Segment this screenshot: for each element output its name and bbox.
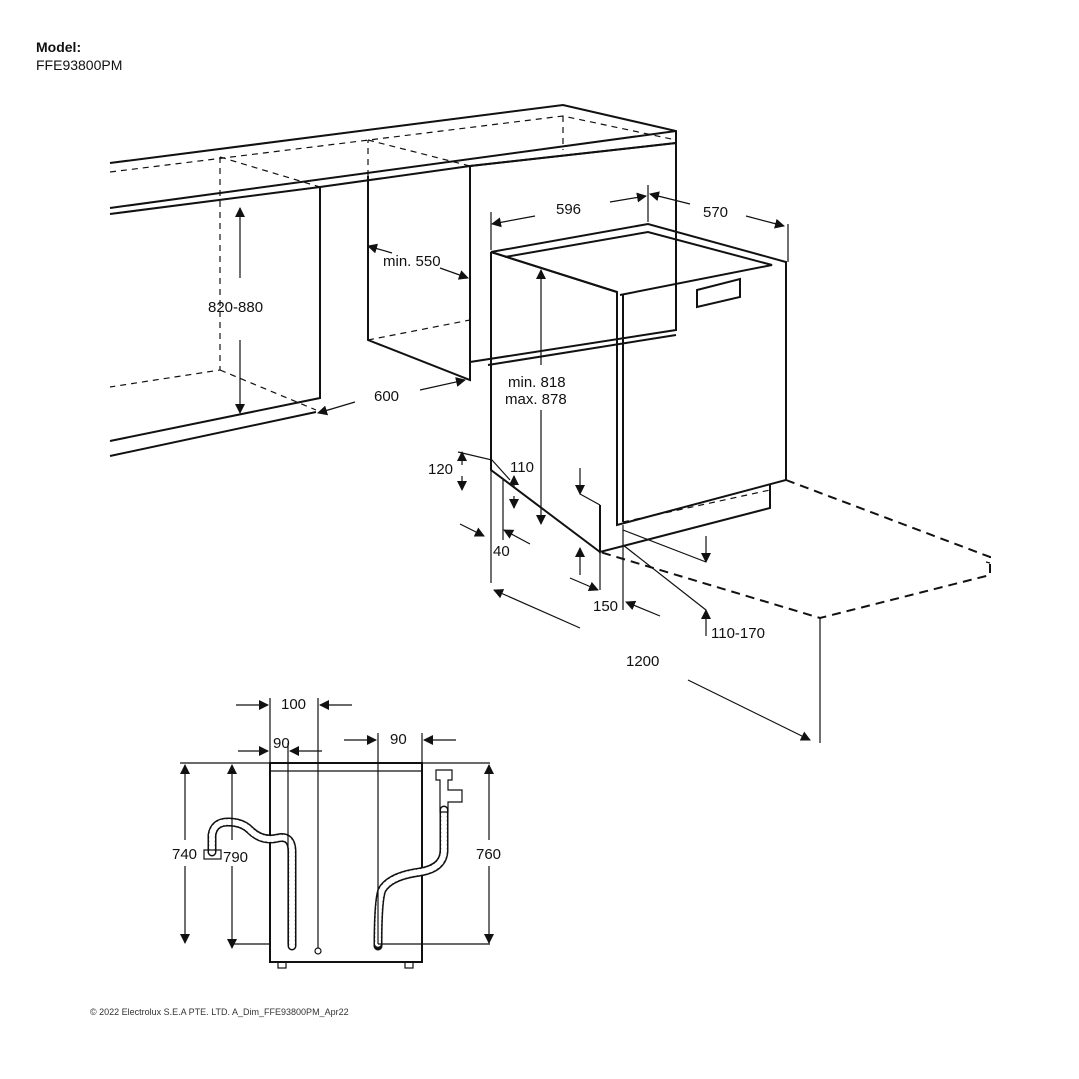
- dim-max-878: max. 878: [505, 391, 567, 408]
- dim-120: 120: [428, 461, 453, 478]
- dim-110: 110: [510, 459, 534, 476]
- dim-596: 596: [556, 201, 581, 218]
- model-number: FFE93800PM: [36, 57, 123, 73]
- dim-min-818: min. 818: [508, 374, 566, 391]
- dim-600: 600: [374, 388, 399, 405]
- copyright-footer: © 2022 Electrolux S.E.A PTE. LTD. A_Dim_…: [90, 1007, 349, 1017]
- dimension-lines: [235, 185, 811, 741]
- dim-760: 760: [476, 846, 501, 863]
- dim-90-right: 90: [390, 731, 407, 748]
- dim-100: 100: [281, 696, 306, 713]
- dim-40: 40: [493, 543, 510, 560]
- dim-1200: 1200: [626, 653, 659, 670]
- dim-150: 150: [593, 598, 618, 615]
- dim-110-170: 110-170: [711, 625, 765, 642]
- dim-570: 570: [703, 204, 728, 221]
- model-label: Model:: [36, 39, 82, 55]
- rear-connection-view: [180, 698, 494, 969]
- dim-820-880: 820-880: [208, 299, 263, 316]
- dim-740: 740: [172, 846, 197, 863]
- dim-790: 790: [223, 849, 248, 866]
- dim-90-left: 90: [273, 735, 290, 752]
- model-info: Model: FFE93800PM: [36, 38, 122, 74]
- dim-min-550: min. 550: [383, 253, 441, 270]
- door-opening-area: [599, 479, 991, 620]
- kitchen-cabinets: [109, 103, 677, 457]
